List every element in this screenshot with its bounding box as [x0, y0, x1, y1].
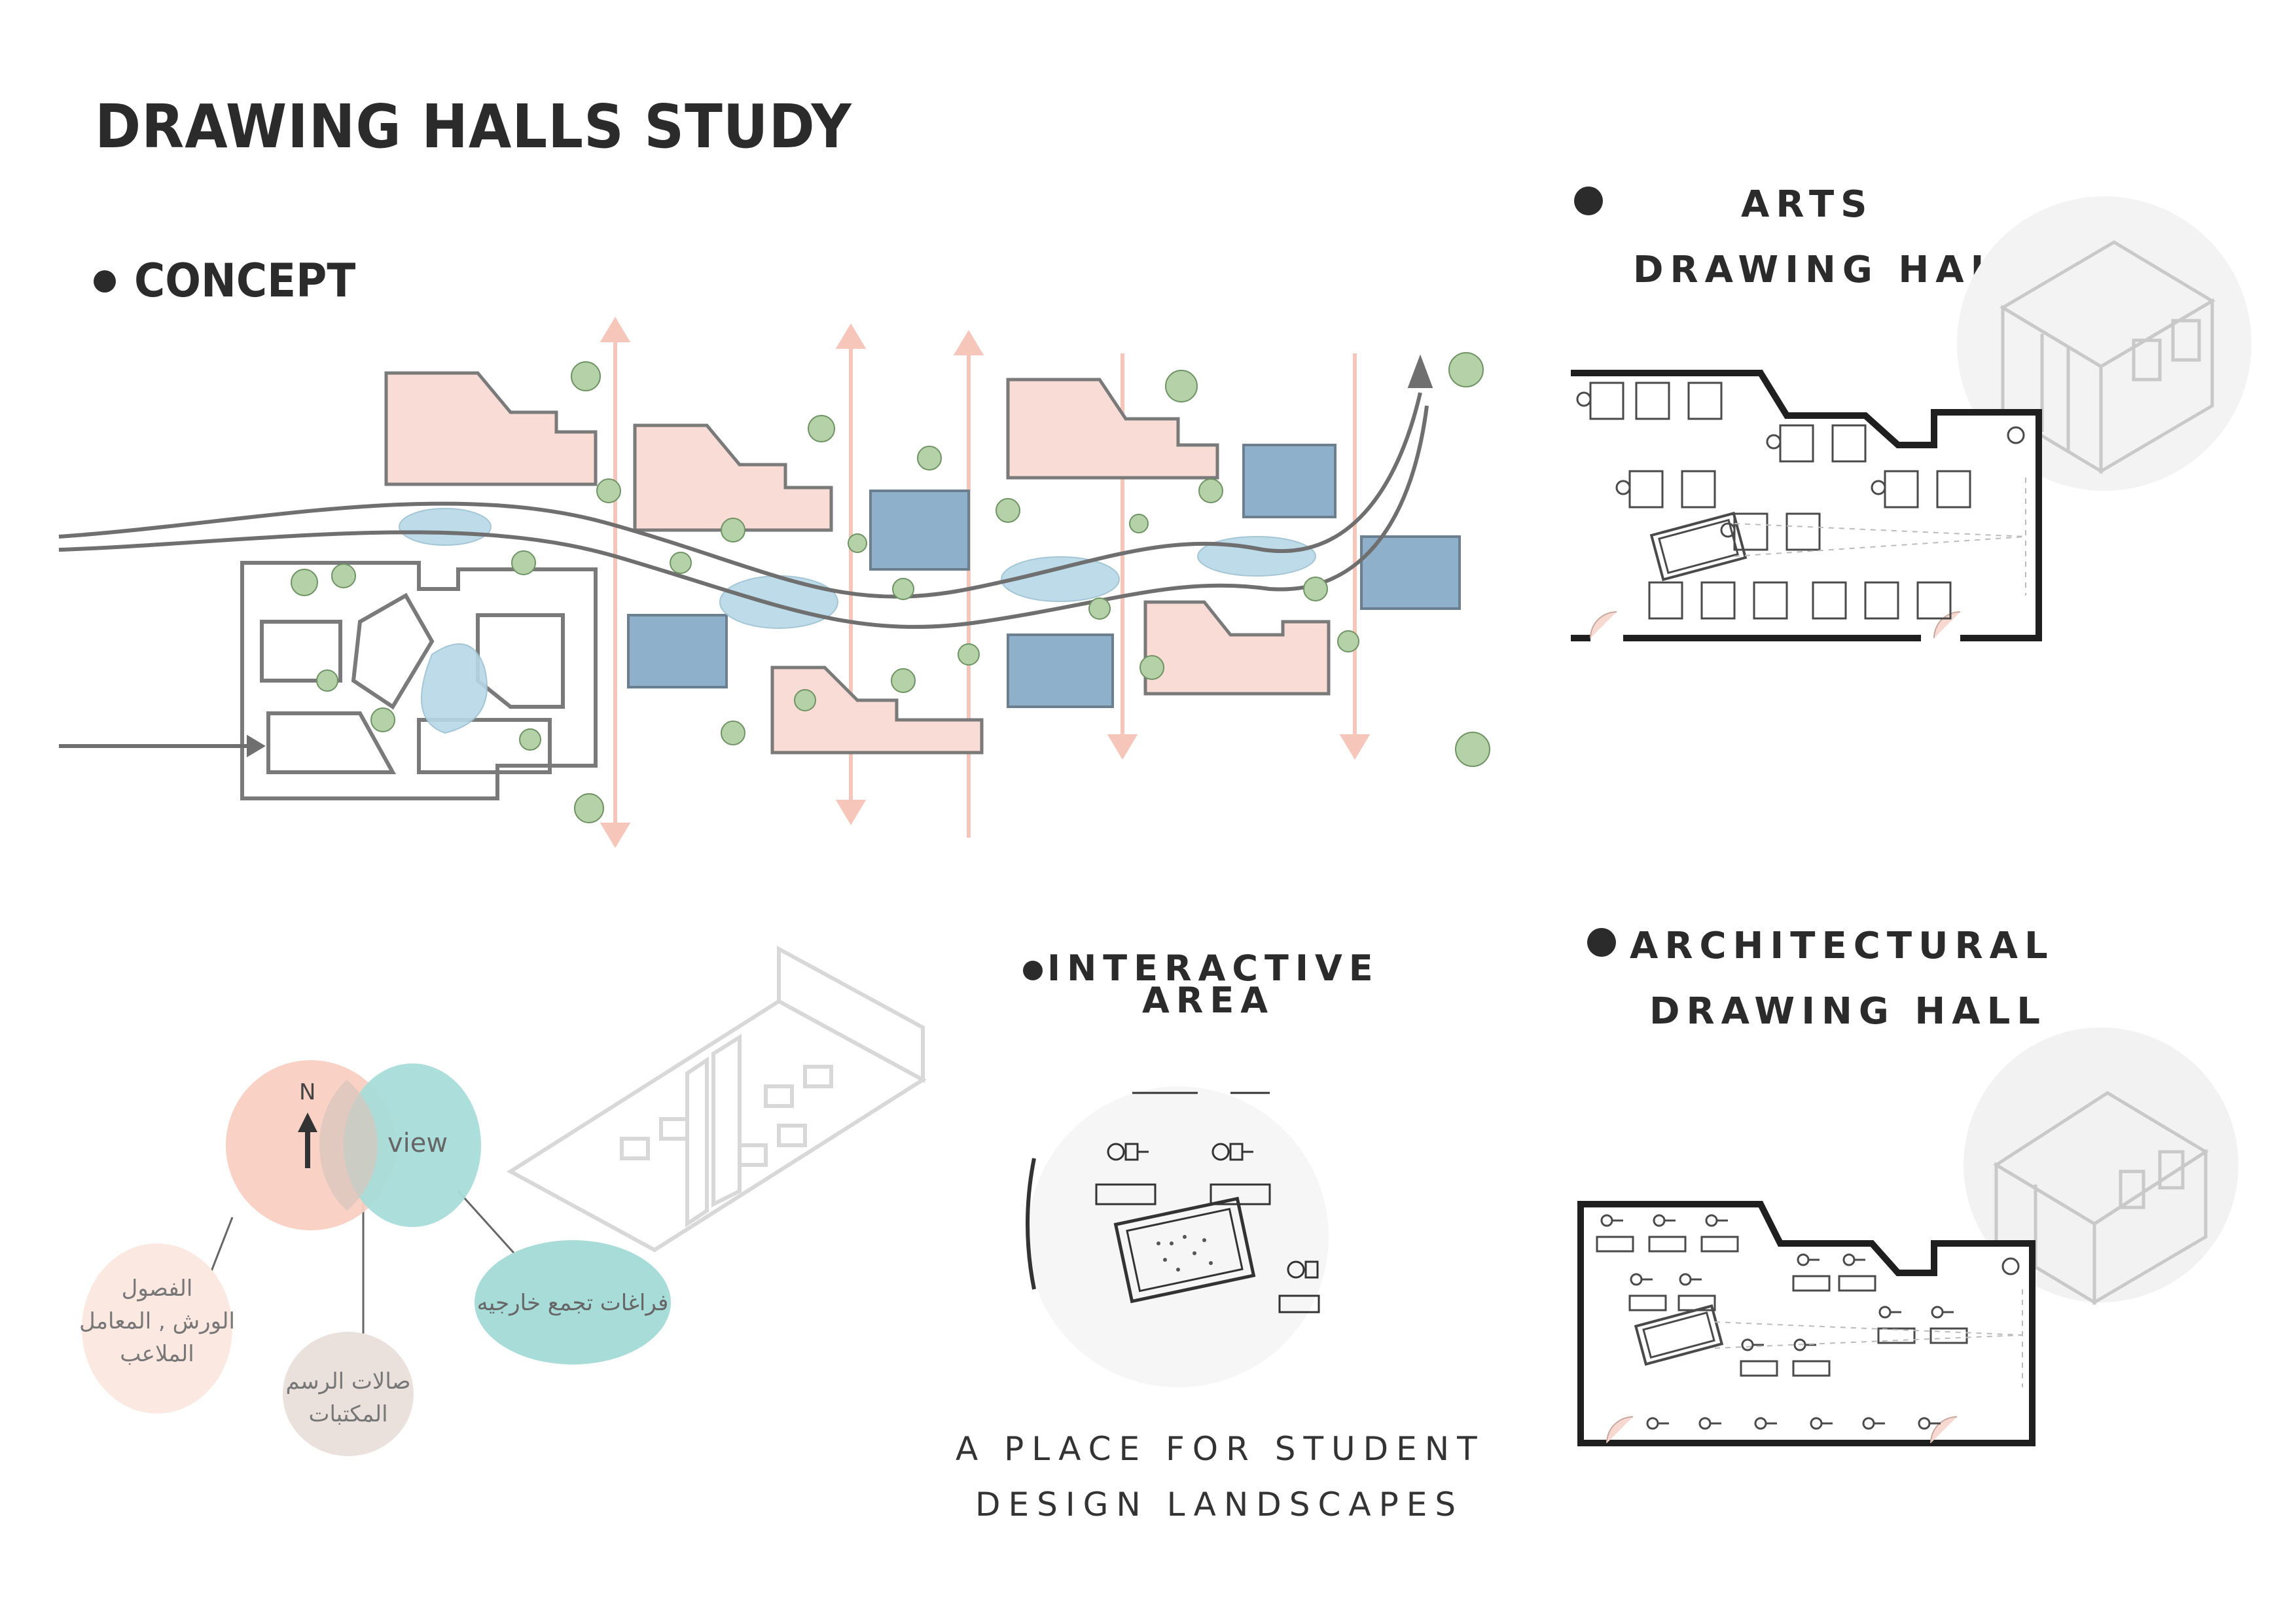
water-ponds — [399, 508, 1316, 734]
classes-label-line3: الملاعب — [120, 1341, 194, 1367]
blue-masses — [627, 444, 1461, 708]
north-arrow-icon — [298, 1113, 317, 1168]
arts-hall-title-line2: DRAWING HALL — [1633, 249, 2030, 291]
interactive-area-caption-line2: DESIGN LANDSCAPES — [975, 1486, 1464, 1524]
page-title: DRAWING HALLS STUDY — [95, 92, 852, 162]
outdoor-bubble — [475, 1240, 671, 1364]
classes-label-line2: الورش , المعامل — [79, 1308, 235, 1334]
interactive-area-axonometric-sketch — [507, 945, 927, 1253]
architectural-hall-bullet — [1587, 928, 1616, 957]
concept-site-sketch — [58, 317, 1490, 848]
zoning-venn-diagram: N view الفصول الورش , المعامل الملاعب صا… — [79, 1060, 671, 1456]
arts-hall-title-line1: ARTS — [1741, 183, 1874, 226]
view-label: view — [387, 1128, 448, 1158]
halls-label-line2: المكتبات — [308, 1401, 387, 1427]
halls-bubble — [283, 1332, 414, 1456]
tree-markers — [291, 352, 1490, 823]
concept-bullet — [94, 270, 116, 293]
classes-label-line1: الفصول — [122, 1275, 193, 1302]
building-masses — [384, 371, 1331, 755]
architectural-hall-title-line2: DRAWING HALL — [1649, 990, 2047, 1033]
outdoor-label: فراغات تجمع خارجيه — [477, 1290, 669, 1316]
interactive-area-title-line1: INTERACTIVE — [1047, 948, 1380, 989]
circulation-axis-arrows — [600, 317, 1371, 848]
interactive-area-bullet — [1023, 961, 1043, 980]
courtyard-blocks — [240, 561, 598, 800]
arts-hall-floor-plan — [1571, 370, 2042, 641]
venn-view-circle — [344, 1063, 481, 1227]
concept-heading: CONCEPT — [134, 254, 356, 308]
architectural-hall-title-line1: ARCHITECTURAL — [1630, 925, 2054, 967]
architectural-hall-floor-plan — [1577, 1201, 2036, 1446]
interactive-area-title-line2: AREA — [1142, 980, 1275, 1021]
interactive-area-caption-line1: A PLACE FOR STUDENT — [956, 1430, 1485, 1468]
architectural-hall-axonometric-sketch — [1964, 1027, 2238, 1306]
arts-hall-bullet — [1574, 187, 1603, 215]
north-label: N — [299, 1079, 315, 1105]
halls-label-line1: صالات الرسم — [285, 1368, 410, 1395]
classes-bubble — [82, 1243, 232, 1414]
interactive-area-plan-detail — [1026, 1086, 1329, 1387]
